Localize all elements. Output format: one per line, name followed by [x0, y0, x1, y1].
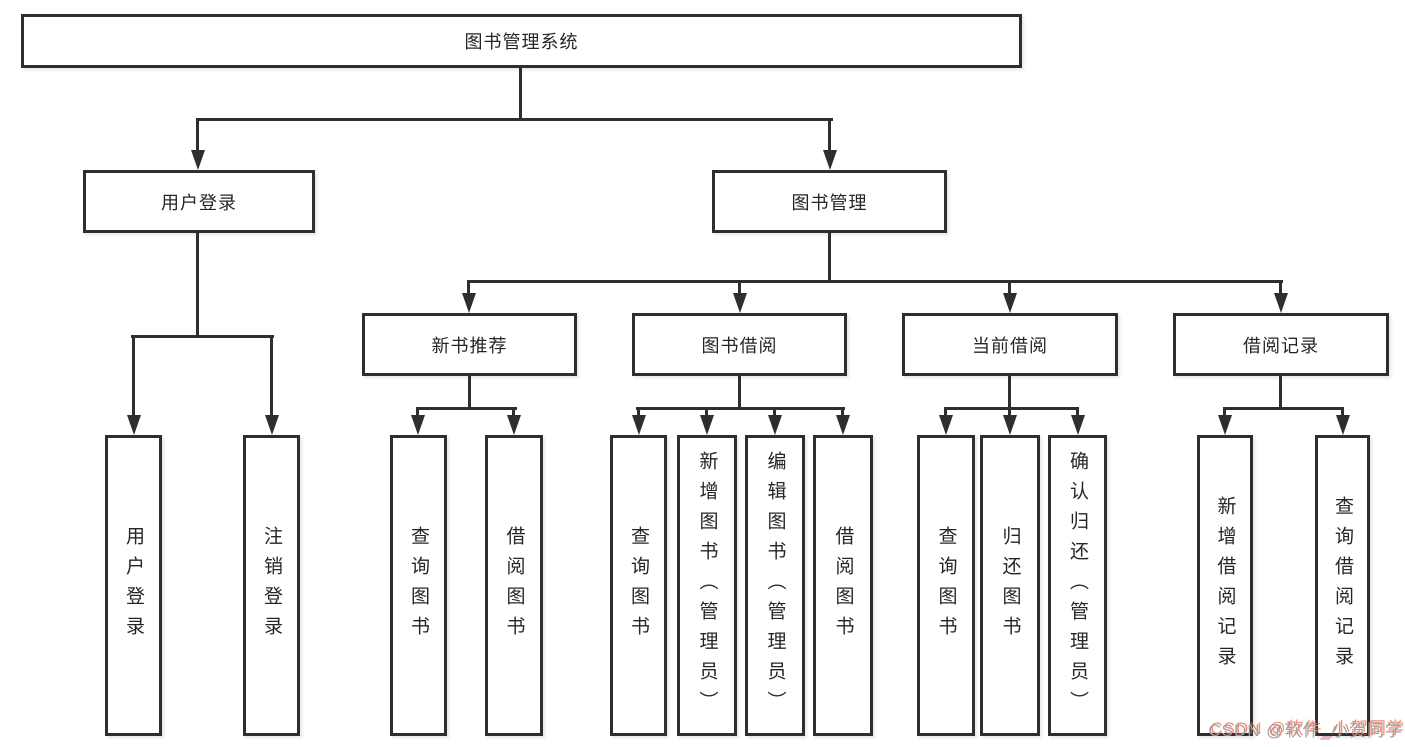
connector-hline-book-mgmt — [467, 280, 1283, 283]
leaf-label: 查询图书 — [628, 525, 649, 646]
leaf-user-login: 用户登录 — [105, 435, 162, 736]
leaf-bb-add-books-admin: 新增图书（管理员） — [677, 435, 737, 736]
leaf-label: 新增图书（管理员） — [696, 450, 718, 721]
connector-hline-nbr — [416, 407, 517, 410]
arrow-down-icon — [1279, 282, 1282, 293]
connector-vline-br — [1279, 376, 1282, 409]
connector-vline-root — [519, 68, 522, 120]
arrow-down-icon — [1008, 282, 1011, 293]
node-book-management: 图书管理 — [712, 170, 947, 233]
leaf-label: 新增借阅记录 — [1214, 495, 1236, 676]
arrow-down-icon — [841, 409, 844, 415]
leaf-br-query-record: 查询借阅记录 — [1315, 435, 1370, 736]
connector-vline-user-login — [196, 233, 199, 337]
arrow-down-icon — [944, 409, 947, 415]
node-user-login: 用户登录 — [83, 170, 315, 233]
arrow-down-icon — [512, 409, 515, 415]
arrow-down-icon — [705, 409, 708, 415]
leaf-label: 编辑图书（管理员） — [764, 450, 786, 721]
leaf-label: 注销登录 — [261, 525, 282, 646]
connector-hline-cb — [944, 407, 1079, 410]
arrow-down-icon — [270, 337, 273, 415]
node-current-borrow: 当前借阅 — [902, 313, 1118, 376]
node-book-borrow: 图书借阅 — [632, 313, 847, 376]
connector-hline-root — [196, 118, 833, 121]
node-borrow-records: 借阅记录 — [1173, 313, 1389, 376]
leaf-nbr-query-books: 查询图书 — [390, 435, 447, 736]
connector-hline-bb — [636, 407, 845, 410]
arrow-down-icon — [1076, 409, 1079, 415]
arrow-down-icon — [738, 282, 741, 293]
connector-vline-cb — [1008, 376, 1011, 409]
csdn-watermark: CSDN @软件_小贺同学 — [1208, 721, 1403, 740]
leaf-label: 用户登录 — [123, 525, 144, 646]
leaf-bb-query-books: 查询图书 — [610, 435, 667, 736]
arrow-down-icon — [1223, 409, 1226, 415]
arrow-down-icon — [637, 409, 640, 415]
leaf-nbr-borrow-books: 借阅图书 — [485, 435, 543, 736]
connector-vline-bb — [738, 376, 741, 409]
connector-vline-nbr — [468, 376, 471, 409]
arrow-down-icon — [773, 409, 776, 415]
arrow-down-icon — [1008, 409, 1011, 415]
leaf-label: 归还图书 — [999, 525, 1021, 646]
leaf-label: 借阅图书 — [503, 525, 525, 646]
arrow-down-icon — [196, 120, 199, 150]
arrow-down-icon — [132, 337, 135, 415]
node-new-book-recommend: 新书推荐 — [362, 313, 577, 376]
connector-hline-user-login — [131, 335, 274, 338]
leaf-label: 借阅图书 — [832, 525, 854, 646]
leaf-label: 确认归还（管理员） — [1067, 450, 1088, 721]
leaf-logout: 注销登录 — [243, 435, 300, 736]
leaf-cb-return-books: 归还图书 — [980, 435, 1040, 736]
leaf-label: 查询借阅记录 — [1332, 495, 1353, 676]
leaf-cb-query-books: 查询图书 — [917, 435, 975, 736]
leaf-bb-edit-books-admin: 编辑图书（管理员） — [745, 435, 805, 736]
leaf-label: 查询图书 — [935, 525, 957, 646]
leaf-cb-confirm-return-admin: 确认归还（管理员） — [1048, 435, 1107, 736]
arrow-down-icon — [467, 282, 470, 293]
arrow-down-icon — [1341, 409, 1344, 415]
node-root: 图书管理系统 — [21, 14, 1022, 68]
leaf-br-add-record: 新增借阅记录 — [1197, 435, 1253, 736]
leaf-bb-borrow-books: 借阅图书 — [813, 435, 873, 736]
connector-vline-book-mgmt — [828, 233, 831, 282]
leaf-label: 查询图书 — [408, 525, 429, 646]
connector-hline-br — [1223, 407, 1344, 410]
arrow-down-icon — [828, 120, 831, 150]
arrow-down-icon — [416, 409, 419, 415]
